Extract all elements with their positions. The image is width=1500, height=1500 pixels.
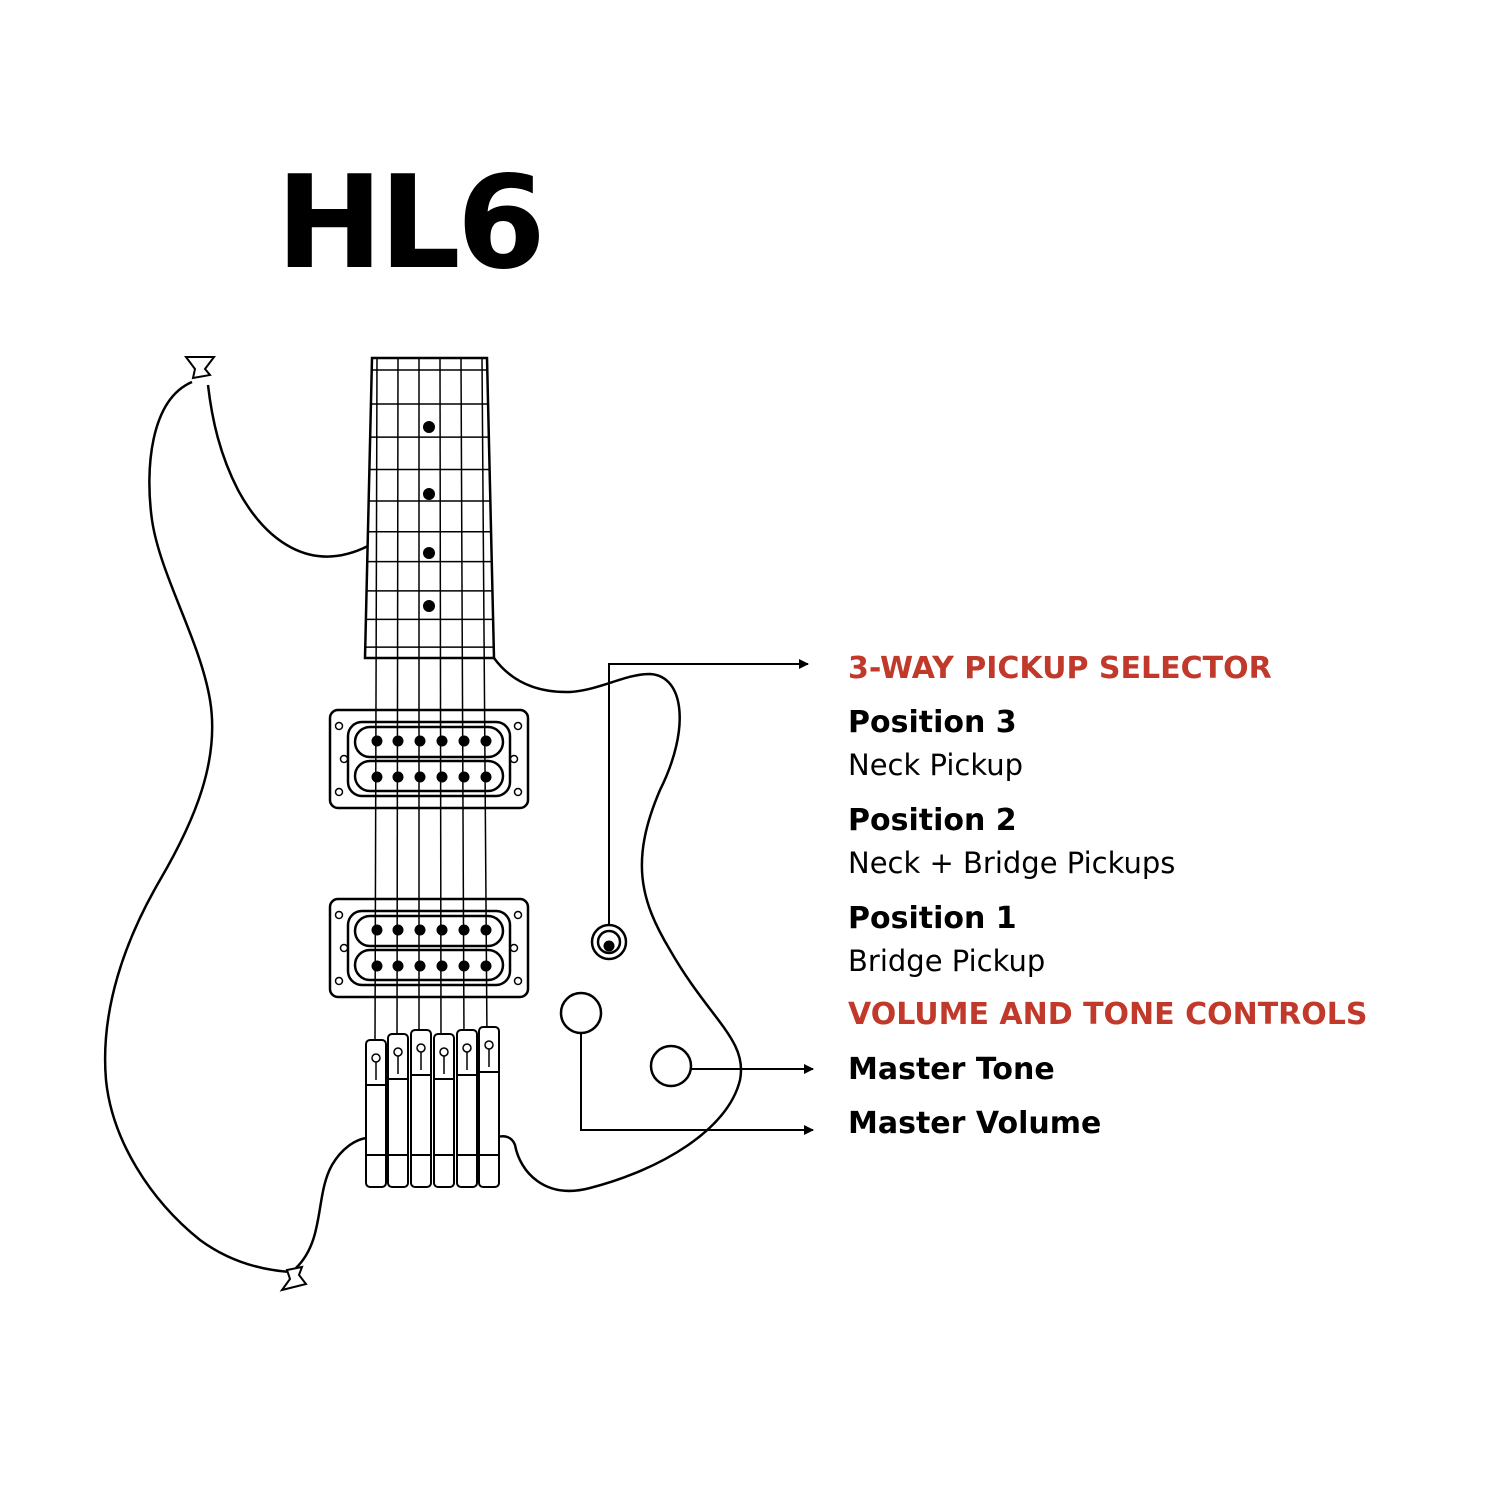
- bridge-tuner: [478, 1026, 500, 1188]
- pole-piece: [436, 735, 448, 747]
- model-title: HL6: [276, 149, 546, 298]
- bridge-tuner: [387, 1033, 409, 1188]
- pole-piece: [371, 960, 383, 972]
- bridge-tuner: [365, 1039, 387, 1188]
- pole-piece: [414, 771, 426, 783]
- master-tone-label: Master Tone: [848, 1052, 1055, 1087]
- bridge-tuner: [456, 1029, 478, 1188]
- pole-piece: [436, 924, 448, 936]
- volume-leader-line: [580, 1033, 814, 1135]
- bridge-pickup: [328, 897, 530, 999]
- pole-piece: [392, 924, 404, 936]
- position-2-description: Neck + Bridge Pickups: [848, 846, 1176, 880]
- pole-piece: [414, 960, 426, 972]
- strap-button-bottom: [279, 1265, 308, 1292]
- pole-piece: [392, 960, 404, 972]
- position-3-description: Neck Pickup: [848, 748, 1024, 782]
- neck-pickup: [328, 708, 530, 810]
- pole-piece: [458, 771, 470, 783]
- position-3-label: Position 3: [848, 705, 1017, 740]
- master-tone-knob[interactable]: [649, 1044, 693, 1088]
- bridge-tuner: [433, 1033, 455, 1188]
- selector-leader-line: [608, 659, 809, 925]
- controls-heading: VOLUME AND TONE CONTROLS: [848, 997, 1368, 1032]
- pole-piece: [414, 924, 426, 936]
- fret-inlay-dot: [423, 547, 435, 559]
- guitar-string: [460, 357, 465, 1041]
- position-2-label: Position 2: [848, 803, 1017, 838]
- pole-piece: [414, 735, 426, 747]
- pole-piece: [371, 771, 383, 783]
- position-1-description: Bridge Pickup: [848, 944, 1046, 978]
- strap-button-top: [184, 356, 216, 380]
- pole-piece: [371, 735, 383, 747]
- pickup-selector-heading: 3-WAY PICKUP SELECTOR: [848, 651, 1272, 686]
- pole-piece: [436, 771, 448, 783]
- pole-piece: [436, 960, 448, 972]
- guitar-string: [439, 357, 442, 1041]
- guitar-body: [103, 380, 743, 1274]
- guitar-string: [374, 357, 378, 1041]
- guitar-string: [481, 357, 488, 1041]
- pole-piece: [458, 735, 470, 747]
- bridge-tuner: [410, 1029, 432, 1188]
- pole-piece: [480, 735, 492, 747]
- fret-inlay-dot: [423, 421, 435, 433]
- guitar-string: [396, 357, 399, 1041]
- master-volume-knob[interactable]: [559, 991, 603, 1035]
- fret-inlay-dot: [423, 600, 435, 612]
- fret-inlay-dot: [423, 488, 435, 500]
- master-volume-label: Master Volume: [848, 1106, 1102, 1141]
- fretboard: [363, 356, 496, 660]
- pole-piece: [480, 771, 492, 783]
- pickup-selector-switch[interactable]: [590, 923, 628, 961]
- pole-piece: [371, 924, 383, 936]
- position-1-label: Position 1: [848, 901, 1017, 936]
